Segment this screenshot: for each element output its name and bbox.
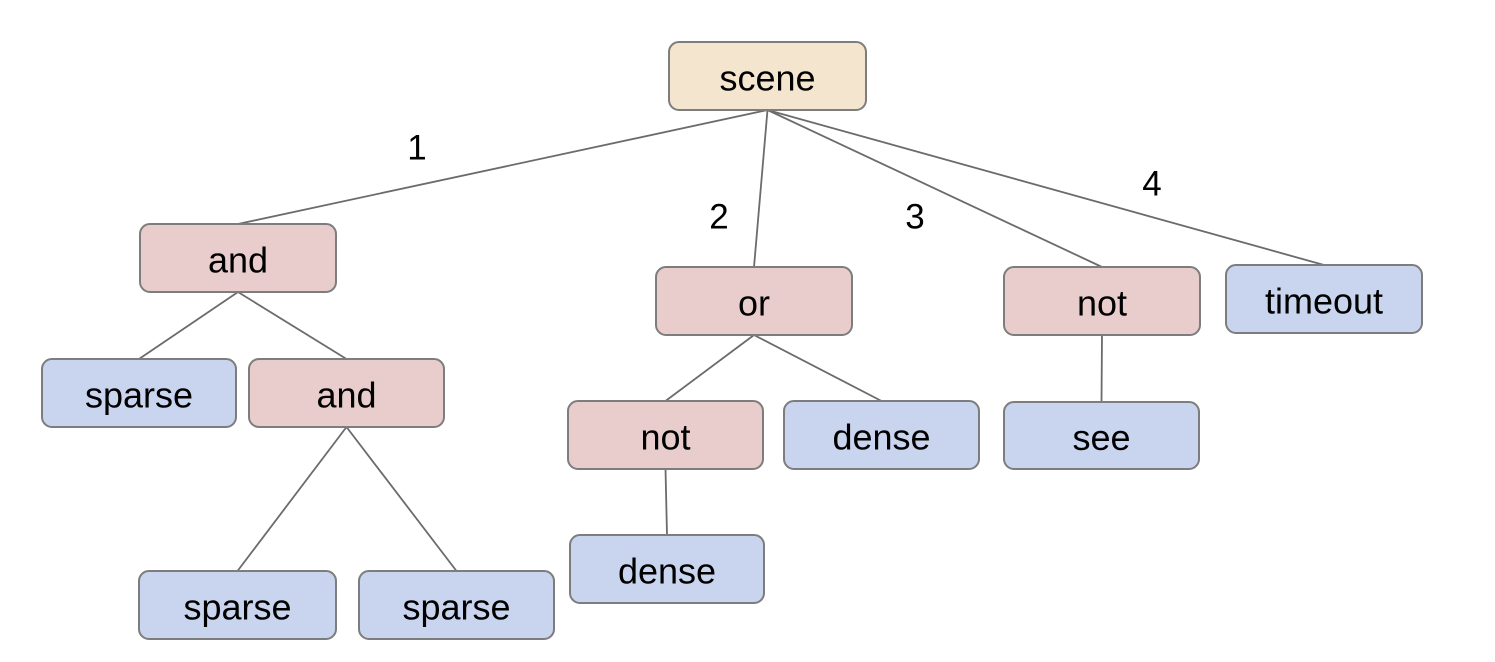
- node-box-leaf: [1003, 401, 1200, 470]
- node-box-operator: [567, 400, 764, 470]
- edge-label-3: 3: [905, 198, 924, 237]
- node-box-leaf: [1225, 264, 1423, 334]
- tree-node-and-1: and: [139, 223, 337, 293]
- node-label: see: [1072, 417, 1130, 458]
- node-box-root: [668, 41, 867, 111]
- tree-node-not-1: not: [1003, 266, 1201, 336]
- tree-edge-and-2-to-sparse-2: [236, 426, 348, 572]
- tree-edge-scene-to-not-1: [767, 109, 1103, 268]
- node-label: and: [316, 375, 376, 416]
- edge-label-4: 4: [1142, 165, 1161, 204]
- tree-edge-and-1-to-and-2: [237, 291, 347, 360]
- node-box-leaf: [569, 534, 765, 604]
- tree-node-sparse-2: sparse: [138, 570, 337, 640]
- tree-node-not-2: not: [567, 400, 764, 470]
- tree-node-dense-2: dense: [569, 534, 765, 604]
- node-label: not: [640, 417, 690, 458]
- tree-node-sparse-3: sparse: [358, 570, 555, 640]
- tree-node-and-2: and: [248, 358, 445, 428]
- tree-edge-scene-to-and-1: [237, 109, 768, 225]
- node-label: sparse: [85, 375, 193, 416]
- edge-label-2: 2: [709, 198, 728, 237]
- tree-node-dense-1: dense: [783, 400, 980, 470]
- tree-edge-not-1-to-see: [1100, 334, 1103, 403]
- tree-edge-or-1-to-dense-1: [753, 334, 882, 402]
- node-box-operator: [248, 358, 445, 428]
- node-box-operator: [139, 223, 337, 293]
- node-label: scene: [719, 58, 815, 99]
- node-box-leaf: [783, 400, 980, 470]
- tree-node-scene: scene: [668, 41, 867, 111]
- tree-edge-and-1-to-sparse-1: [138, 291, 239, 360]
- node-label: timeout: [1265, 281, 1383, 322]
- node-box-leaf: [358, 570, 555, 640]
- node-box-operator: [1003, 266, 1201, 336]
- node-label: or: [738, 283, 770, 324]
- edge-label-1: 1: [407, 129, 426, 168]
- node-box-leaf: [138, 570, 337, 640]
- tree-edge-or-1-to-not-2: [664, 334, 755, 402]
- node-box-leaf: [41, 358, 237, 428]
- tree-edge-scene-to-or-1: [753, 109, 769, 268]
- tree-edge-scene-to-timeout: [767, 109, 1325, 266]
- node-label: sparse: [402, 587, 510, 628]
- node-label: dense: [618, 551, 716, 592]
- node-label: not: [1077, 283, 1127, 324]
- node-label: dense: [832, 417, 930, 458]
- tree-node-timeout: timeout: [1225, 264, 1423, 334]
- tree-node-or-1: or: [655, 266, 853, 336]
- node-label: sparse: [183, 587, 291, 628]
- tree-node-sparse-1: sparse: [41, 358, 237, 428]
- node-label: and: [208, 240, 268, 281]
- node-box-operator: [655, 266, 853, 336]
- tree-node-see: see: [1003, 401, 1200, 470]
- tree-edge-not-2-to-dense-2: [664, 468, 668, 536]
- tree-edge-and-2-to-sparse-3: [345, 426, 458, 572]
